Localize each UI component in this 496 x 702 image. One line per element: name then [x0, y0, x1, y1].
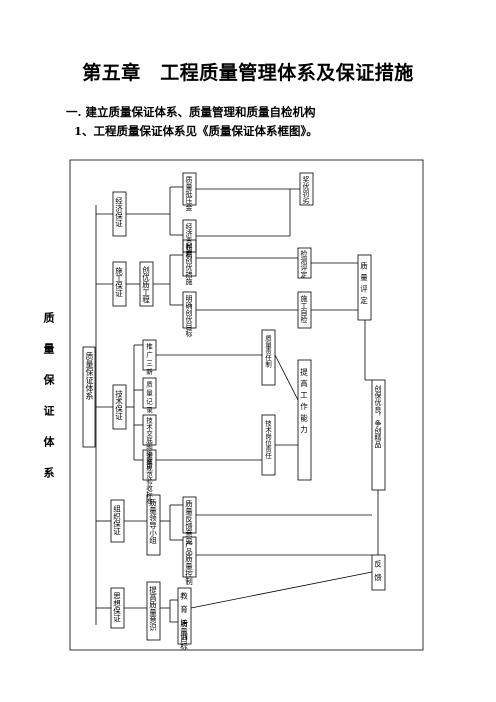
leaf-new-promotion: 推广三新 — [144, 343, 153, 377]
leaf-tech-briefing: 技术交底图纸会审 — [144, 417, 153, 469]
leaf-responsibility: 经济责任制 — [185, 223, 193, 258]
subsection-heading: 1、工程质量保证体系见《质量保证体系框图》。 — [74, 124, 318, 138]
branch-ideological: 思想保证 — [112, 592, 122, 622]
right-quality-eval: 质量评定 — [359, 262, 369, 308]
leaf-quality-record: 质量记录 — [144, 381, 153, 415]
leaf-master-standards: 掌握规范验收标准 — [144, 452, 153, 504]
root-box: 质量保证体系 — [85, 352, 94, 400]
branch-construction: 施工保证 — [114, 267, 124, 297]
right-excellence: 创保优良，争创精品 — [374, 385, 382, 448]
leaf-self-check: 施工自检 — [300, 295, 308, 323]
branch-technical: 技术保证 — [114, 390, 124, 420]
leaf-deposit: 质量抵压金 — [185, 176, 193, 211]
leaf-education: 教育培训 — [179, 592, 189, 646]
mid-tech-resp: 技术岗位责任 — [263, 420, 272, 459]
leaf-formulate-measures: 制定创优措施 — [185, 243, 193, 285]
leaf-product-control: 产品质量控制 — [184, 540, 194, 585]
diagram-outer-label: 质量保证体系 — [42, 312, 55, 498]
sub-quality-leader: 质量领导小组 — [148, 499, 158, 544]
sub-raise-awareness: 提高质量意识 — [148, 586, 158, 631]
leaf-evaluation: 检测评定 — [300, 250, 308, 278]
right-feedback: 反馈 — [373, 560, 383, 587]
branch-organizational: 组织保证 — [112, 505, 122, 535]
section-heading: 一. 建立质量保证体系、质量管理和质量自检机构 — [66, 105, 316, 119]
branch-economic: 经济保证 — [114, 197, 124, 227]
leaf-quality-goal: 质量目标 — [179, 620, 189, 650]
sub-excellent-project: 创优质工程 — [141, 266, 151, 304]
page-title: 第五章 工程质量管理体系及保证措施 — [82, 62, 414, 84]
leaf-reward-penalty: 奖优罚劣 — [302, 176, 310, 204]
mid-improve-ability: 提高工作能力 — [299, 368, 309, 437]
leaf-feedback: 质量反馈意见 — [184, 500, 194, 545]
mid-quality-resp: 质量责任制 — [263, 335, 272, 368]
leaf-clear-goal: 明确创优目标 — [185, 295, 193, 337]
